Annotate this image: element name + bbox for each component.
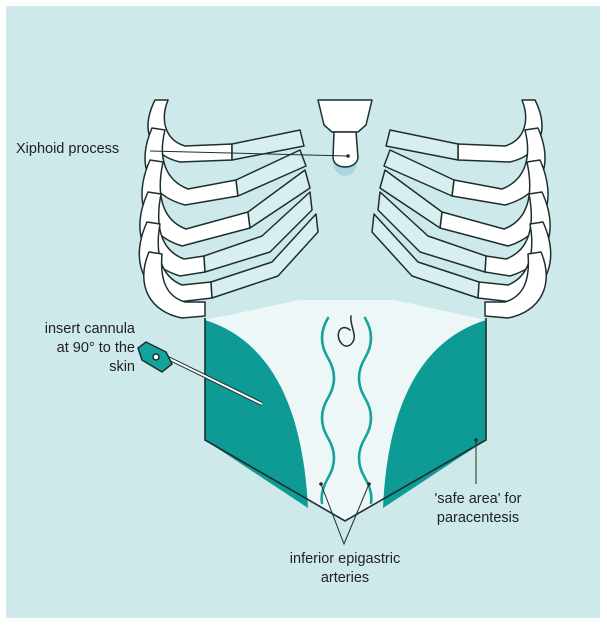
- xiphoid-label: Xiphoid process: [16, 140, 119, 159]
- sternum: [318, 100, 372, 132]
- arteries-pointer-dot-left: [319, 482, 323, 486]
- safe-area-label: 'safe area' for paracentesis: [418, 490, 538, 528]
- arteries-pointer-dot-right: [367, 482, 371, 486]
- safe-area-pointer-dot: [474, 438, 478, 442]
- cannula-label-line-2: at 90° to the: [45, 339, 135, 358]
- xiphoid-process: [333, 132, 358, 167]
- cannula-label-line-1: insert cannula: [45, 320, 135, 339]
- safe-area-label-line-1: 'safe area' for: [418, 490, 538, 509]
- cannula-label-line-3: skin: [45, 358, 135, 377]
- arteries-label-line-1: inferior epigastric: [265, 550, 425, 569]
- cannula-label: insert cannula at 90° to the skin: [45, 320, 135, 377]
- arteries-label: inferior epigastric arteries: [265, 550, 425, 588]
- xiphoid-leader-dot: [346, 154, 350, 158]
- arteries-label-line-2: arteries: [265, 569, 425, 588]
- rib-cage: [139, 100, 550, 318]
- safe-area-label-line-2: paracentesis: [418, 509, 538, 528]
